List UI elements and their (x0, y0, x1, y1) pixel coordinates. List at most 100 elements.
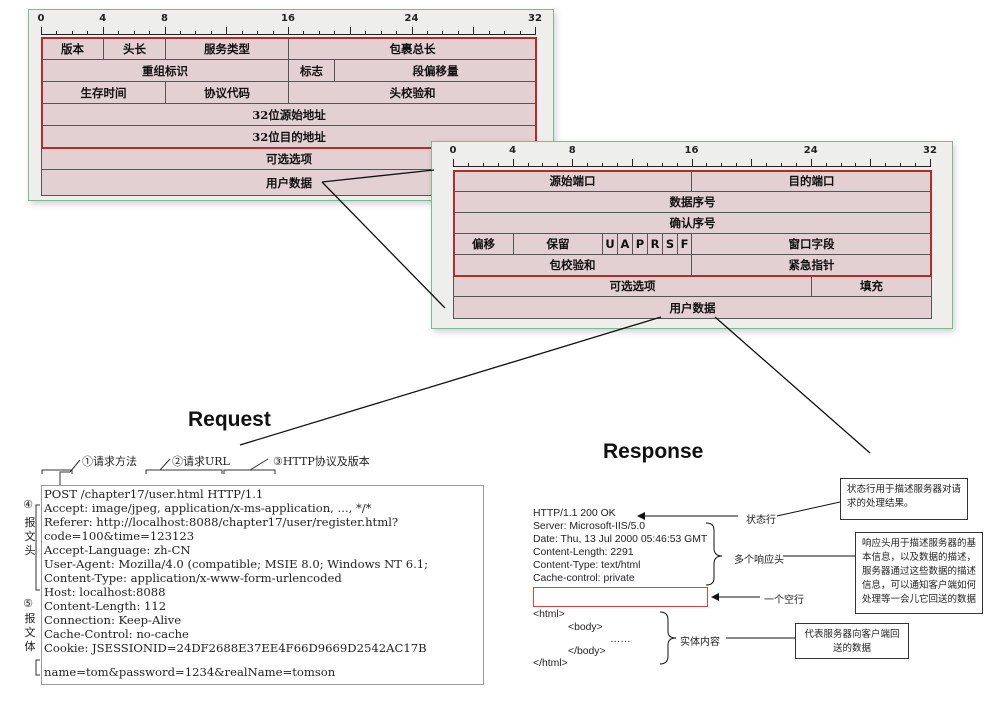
tcp-flag-s: S (663, 234, 678, 255)
ip-ruler-tick (179, 31, 181, 35)
ip-header-length: 头长 (104, 38, 166, 60)
ip-ruler-tick (488, 31, 490, 35)
ip-ruler-tick (56, 31, 58, 35)
ip-ruler-label: 16 (281, 13, 295, 24)
tcp-sequence: 数据序号 (454, 192, 931, 213)
ip-ruler-tick (519, 31, 521, 35)
resp-body-ellipsis: …… (610, 634, 631, 645)
tcp-ruler-tick (780, 163, 782, 167)
req-line-referer: Referer: http://localhost:8088/chapter17… (44, 515, 399, 529)
connector-ip-bottom (321, 181, 446, 309)
label-status-line: 状态行 (746, 515, 776, 526)
tcp-ruler-label: 32 (923, 145, 937, 156)
resp-header-content-length: Content-Length: 2291 (533, 547, 634, 558)
ip-ruler-label: 32 (528, 13, 542, 24)
tcp-ruler-tick (825, 163, 827, 167)
ip-ruler-tick (365, 31, 367, 35)
brace-headers (705, 522, 723, 586)
tcp-flag-u: U (603, 234, 618, 255)
brace-entity (659, 611, 677, 665)
ip-ruler-tick (257, 31, 259, 35)
ip-ruler-tick (41, 27, 42, 35)
tcp-ruler-label: 24 (803, 145, 818, 156)
ip-ruler-tick (318, 31, 320, 35)
tcp-flag-a: A (618, 234, 633, 255)
tcp-ruler-tick (915, 163, 917, 167)
ip-version: 版本 (42, 38, 104, 60)
ip-ruler-tick (303, 31, 305, 35)
tcp-ruler-tick (602, 163, 604, 167)
tcp-ruler-tick (572, 159, 574, 167)
tcp-user-data: 用户数据 (669, 300, 716, 315)
resp-header-server: Server: Microsoft-IIS/5.0 (533, 521, 646, 532)
tcp-ruler-tick (900, 163, 902, 167)
ip-ruler-tick (149, 31, 151, 35)
request-message-box: POST /chapter17/user.html HTTP/1.1 Accep… (41, 485, 484, 685)
ip-protocol: 协议代码 (166, 82, 289, 104)
resp-status-line: HTTP/1.1 200 OK (533, 508, 616, 519)
req-line-host: Host: localhost:8088 (44, 585, 166, 599)
req-request-line: POST /chapter17/user.html HTTP/1.1 (44, 487, 264, 501)
tcp-ruler-tick (706, 163, 708, 167)
ip-ruler-tick (272, 31, 274, 35)
tcp-ruler-label: 4 (509, 145, 517, 156)
tcp-ruler-baseline (453, 166, 930, 167)
ip-source-address: 32位源始地址 (42, 104, 536, 126)
tcp-ruler-tick (721, 163, 723, 167)
tcp-source-port: 源始端口 (454, 171, 692, 192)
ip-ruler-tick (380, 31, 382, 35)
ip-ruler-tick (87, 31, 89, 35)
ip-ruler-tick (118, 31, 120, 35)
tcp-ruler-tick (557, 163, 559, 167)
ip-identification: 重组标识 (42, 60, 289, 82)
tcp-ruler-tick (482, 163, 484, 167)
tcp-ruler-tick (751, 159, 753, 167)
req-line-referer-cont: code=100&time=123123 (44, 529, 195, 543)
req-line-accept-language: Accept-Language: zh-CN (44, 543, 191, 557)
tcp-padding: 填充 (812, 276, 931, 297)
tcp-ruler: 0 4 8 16 24 32 (449, 145, 937, 167)
resp-body-body-close: </body> (568, 646, 606, 657)
req-line-cookie: Cookie: JSESSIONID=24DF2688E37EE4F66D966… (44, 641, 427, 655)
req-header-char-3: 头 (24, 544, 36, 557)
tcp-ruler-tick (766, 163, 768, 167)
resp-body-body-open: <body> (568, 622, 603, 633)
ip-ruler-label: 24 (404, 13, 419, 24)
req-body-char-2: 文 (24, 626, 36, 639)
ip-ttl: 生存时间 (42, 82, 166, 104)
resp-header-date: Date: Thu, 13 Jul 2000 05:46:53 GMT (533, 534, 708, 545)
ip-ruler-tick (535, 27, 536, 35)
tcp-ruler-tick (512, 159, 514, 167)
ip-ruler-tick (504, 31, 506, 35)
req-body-num: ⑤ (23, 597, 33, 610)
req-body-char-3: 体 (24, 640, 36, 653)
tcp-ruler-tick (631, 159, 633, 167)
tcp-flag-r: R (648, 234, 663, 255)
req-header-char-2: 文 (24, 530, 36, 543)
tcp-ruler-tick (736, 163, 738, 167)
ip-ruler-tick (473, 27, 475, 35)
tcp-ruler-label: 0 (449, 145, 457, 156)
tcp-ruler-tick (810, 159, 812, 167)
ip-fragment-offset: 段偏移量 (335, 60, 536, 82)
ip-ruler-tick (164, 27, 166, 35)
ip-ruler-tick (426, 31, 428, 35)
ip-ruler-label: 4 (99, 13, 107, 24)
resp-header-cache-control: Cache-control: private (533, 573, 635, 584)
ann-request-method: ①请求方法 (82, 455, 137, 468)
req-body-char-1: 报 (24, 612, 36, 625)
tcp-ruler-tick (646, 163, 648, 167)
req-line-connection: Connection: Keep-Alive (44, 613, 182, 627)
tcp-ruler-label: 16 (684, 145, 699, 156)
tcp-ruler-tick (497, 163, 499, 167)
tcp-ruler-tick (870, 159, 872, 167)
ip-ruler-tick (226, 27, 228, 35)
ip-ruler-label: 0 (37, 13, 45, 24)
req-line-content-type: Content-Type: application/x-www-form-url… (44, 571, 342, 585)
tcp-ruler-label: 8 (568, 145, 576, 156)
tcp-ruler-tick (453, 159, 454, 167)
